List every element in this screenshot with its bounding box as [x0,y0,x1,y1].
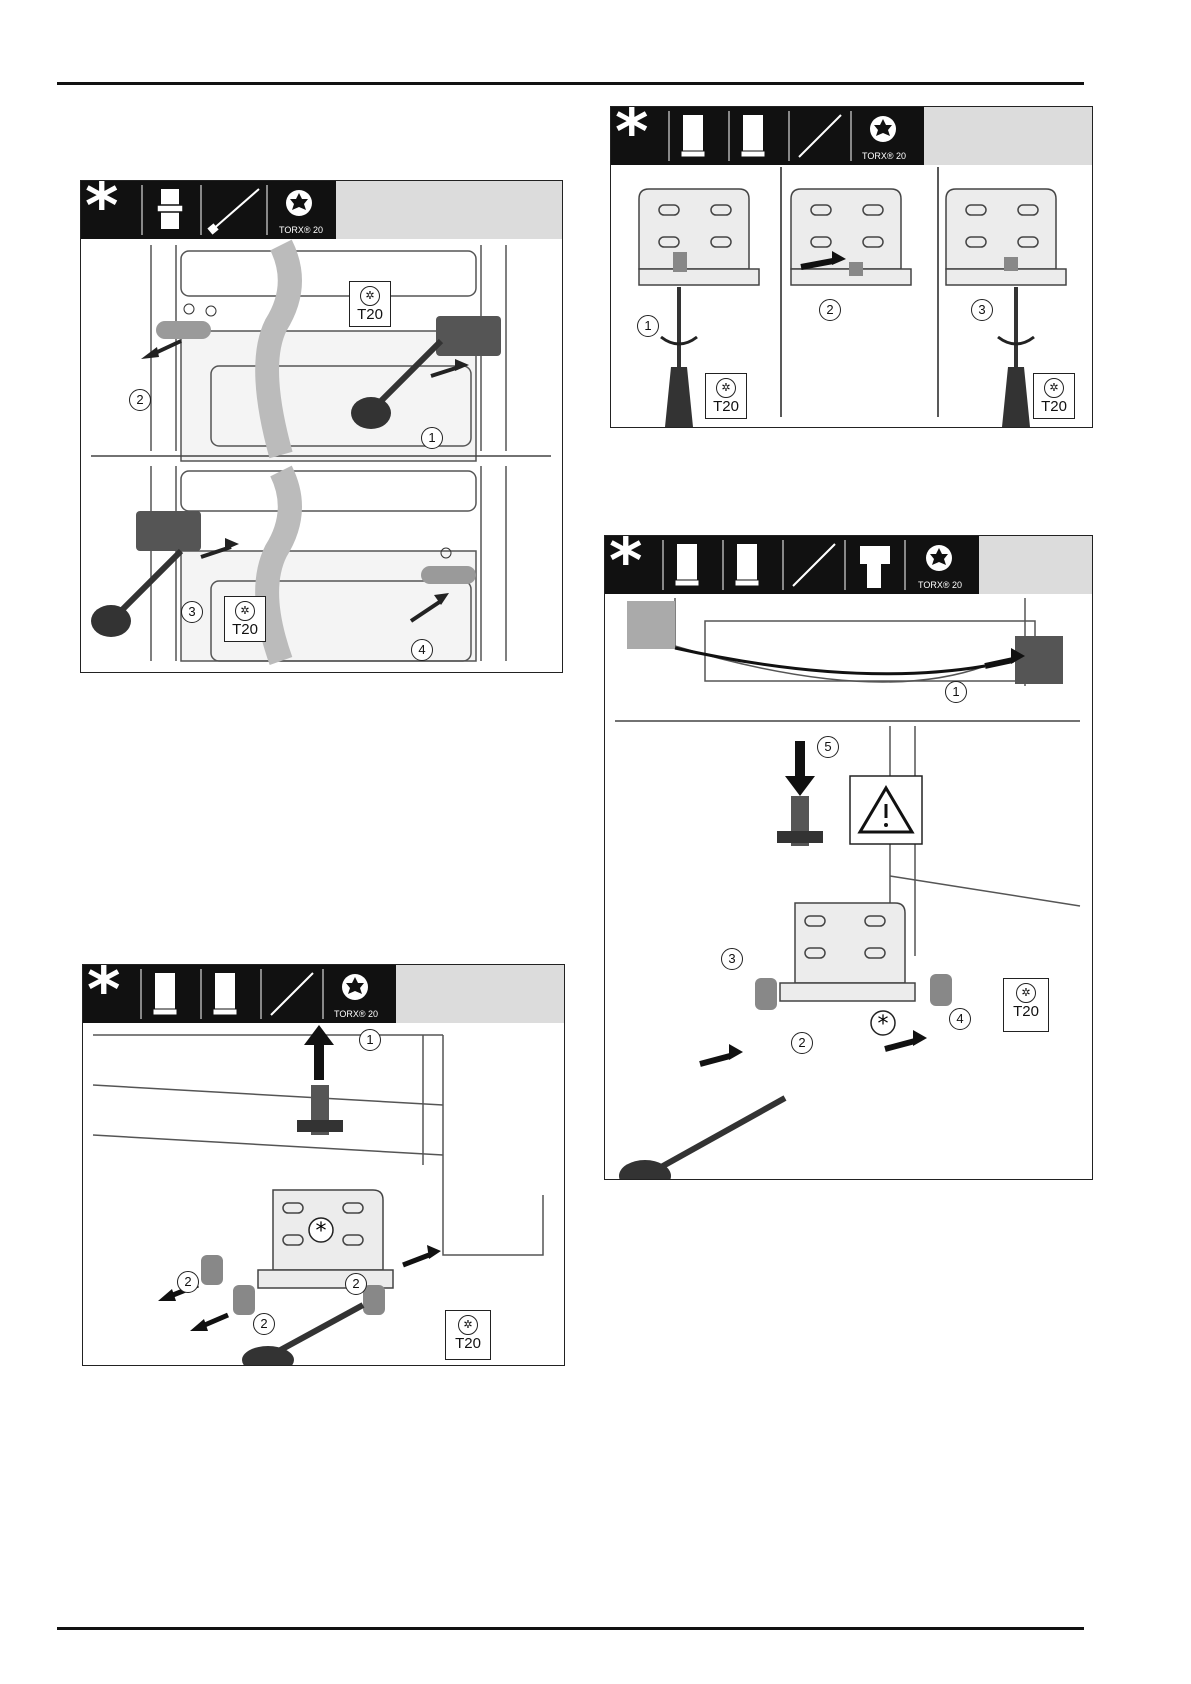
fridge-icon [156,185,312,235]
step-number: 4 [411,639,433,661]
figure-b-drawing [638,167,1067,427]
torx-callout: ✲T20 [445,1310,491,1360]
tool-icons [668,111,896,161]
star-icon: * [87,964,121,1028]
torx-label: TORX® 20 [279,225,323,235]
torx-label: TORX® 20 [334,1009,378,1019]
torx-callout: ✲T20 [349,281,391,327]
step-number: 2 [345,1273,367,1295]
figure-c-tool-bar: * TORX® 20 [605,536,1092,594]
torx-callout: ✲T20 [1003,978,1049,1032]
bottom-rule [57,1627,1084,1630]
figure-d-tool-bar: * TORX® 20 [83,965,564,1023]
star-icon: * [85,180,119,244]
figure-c-hinge-transfer: * TORX® 20 [604,535,1093,1180]
figure-b-hinge-pin-adjust: * TORX® 20 [610,106,1093,428]
step-number: 3 [181,601,203,623]
star-icon: * [615,106,649,170]
step-number: 2 [819,299,841,321]
figure-d-drawing: * [92,1025,544,1365]
step-number: 1 [359,1029,381,1051]
figure-a-tool-bar: * TORX® 20 [81,181,562,239]
svg-text:*: * [878,1012,889,1037]
step-number: 4 [949,1008,971,1030]
figure-b-tool-bar: * TORX® 20 [611,107,1092,165]
figure-a-drawing [91,239,551,666]
svg-text:*: * [316,1219,327,1244]
step-number: 2 [791,1032,813,1054]
top-rule [57,82,1084,85]
step-number: 3 [721,948,743,970]
torx-label: TORX® 20 [918,580,962,590]
torx-callout: ✲T20 [224,596,266,642]
step-number: 3 [971,299,993,321]
tool-icons [140,969,368,1019]
step-number: 1 [637,315,659,337]
torx-icon: ✲ [458,1315,478,1335]
step-number: 2 [177,1271,199,1293]
torx-callout: ✲T20 [705,373,747,419]
torx-label: TORX® 20 [862,151,906,161]
torx-callout: ✲T20 [1033,373,1075,419]
torx-icon: ✲ [1044,378,1064,398]
torx-icon: ✲ [360,286,380,306]
torx-icon: ✲ [235,601,255,621]
torx-icon: ✲ [716,378,736,398]
figure-a-door-handle-swap: * TORX® 20 [80,180,563,673]
step-number: 1 [945,681,967,703]
step-number: 2 [253,1313,275,1335]
figure-d-hinge-removal: * TORX® 20 * [82,964,565,1366]
tool-icons [662,540,952,590]
star-icon: * [609,535,643,599]
torx-icon: ✲ [1016,983,1036,1003]
step-number: 2 [129,389,151,411]
step-number: 1 [421,427,443,449]
figure-c-drawing: * [615,598,1081,1179]
step-number: 5 [817,736,839,758]
